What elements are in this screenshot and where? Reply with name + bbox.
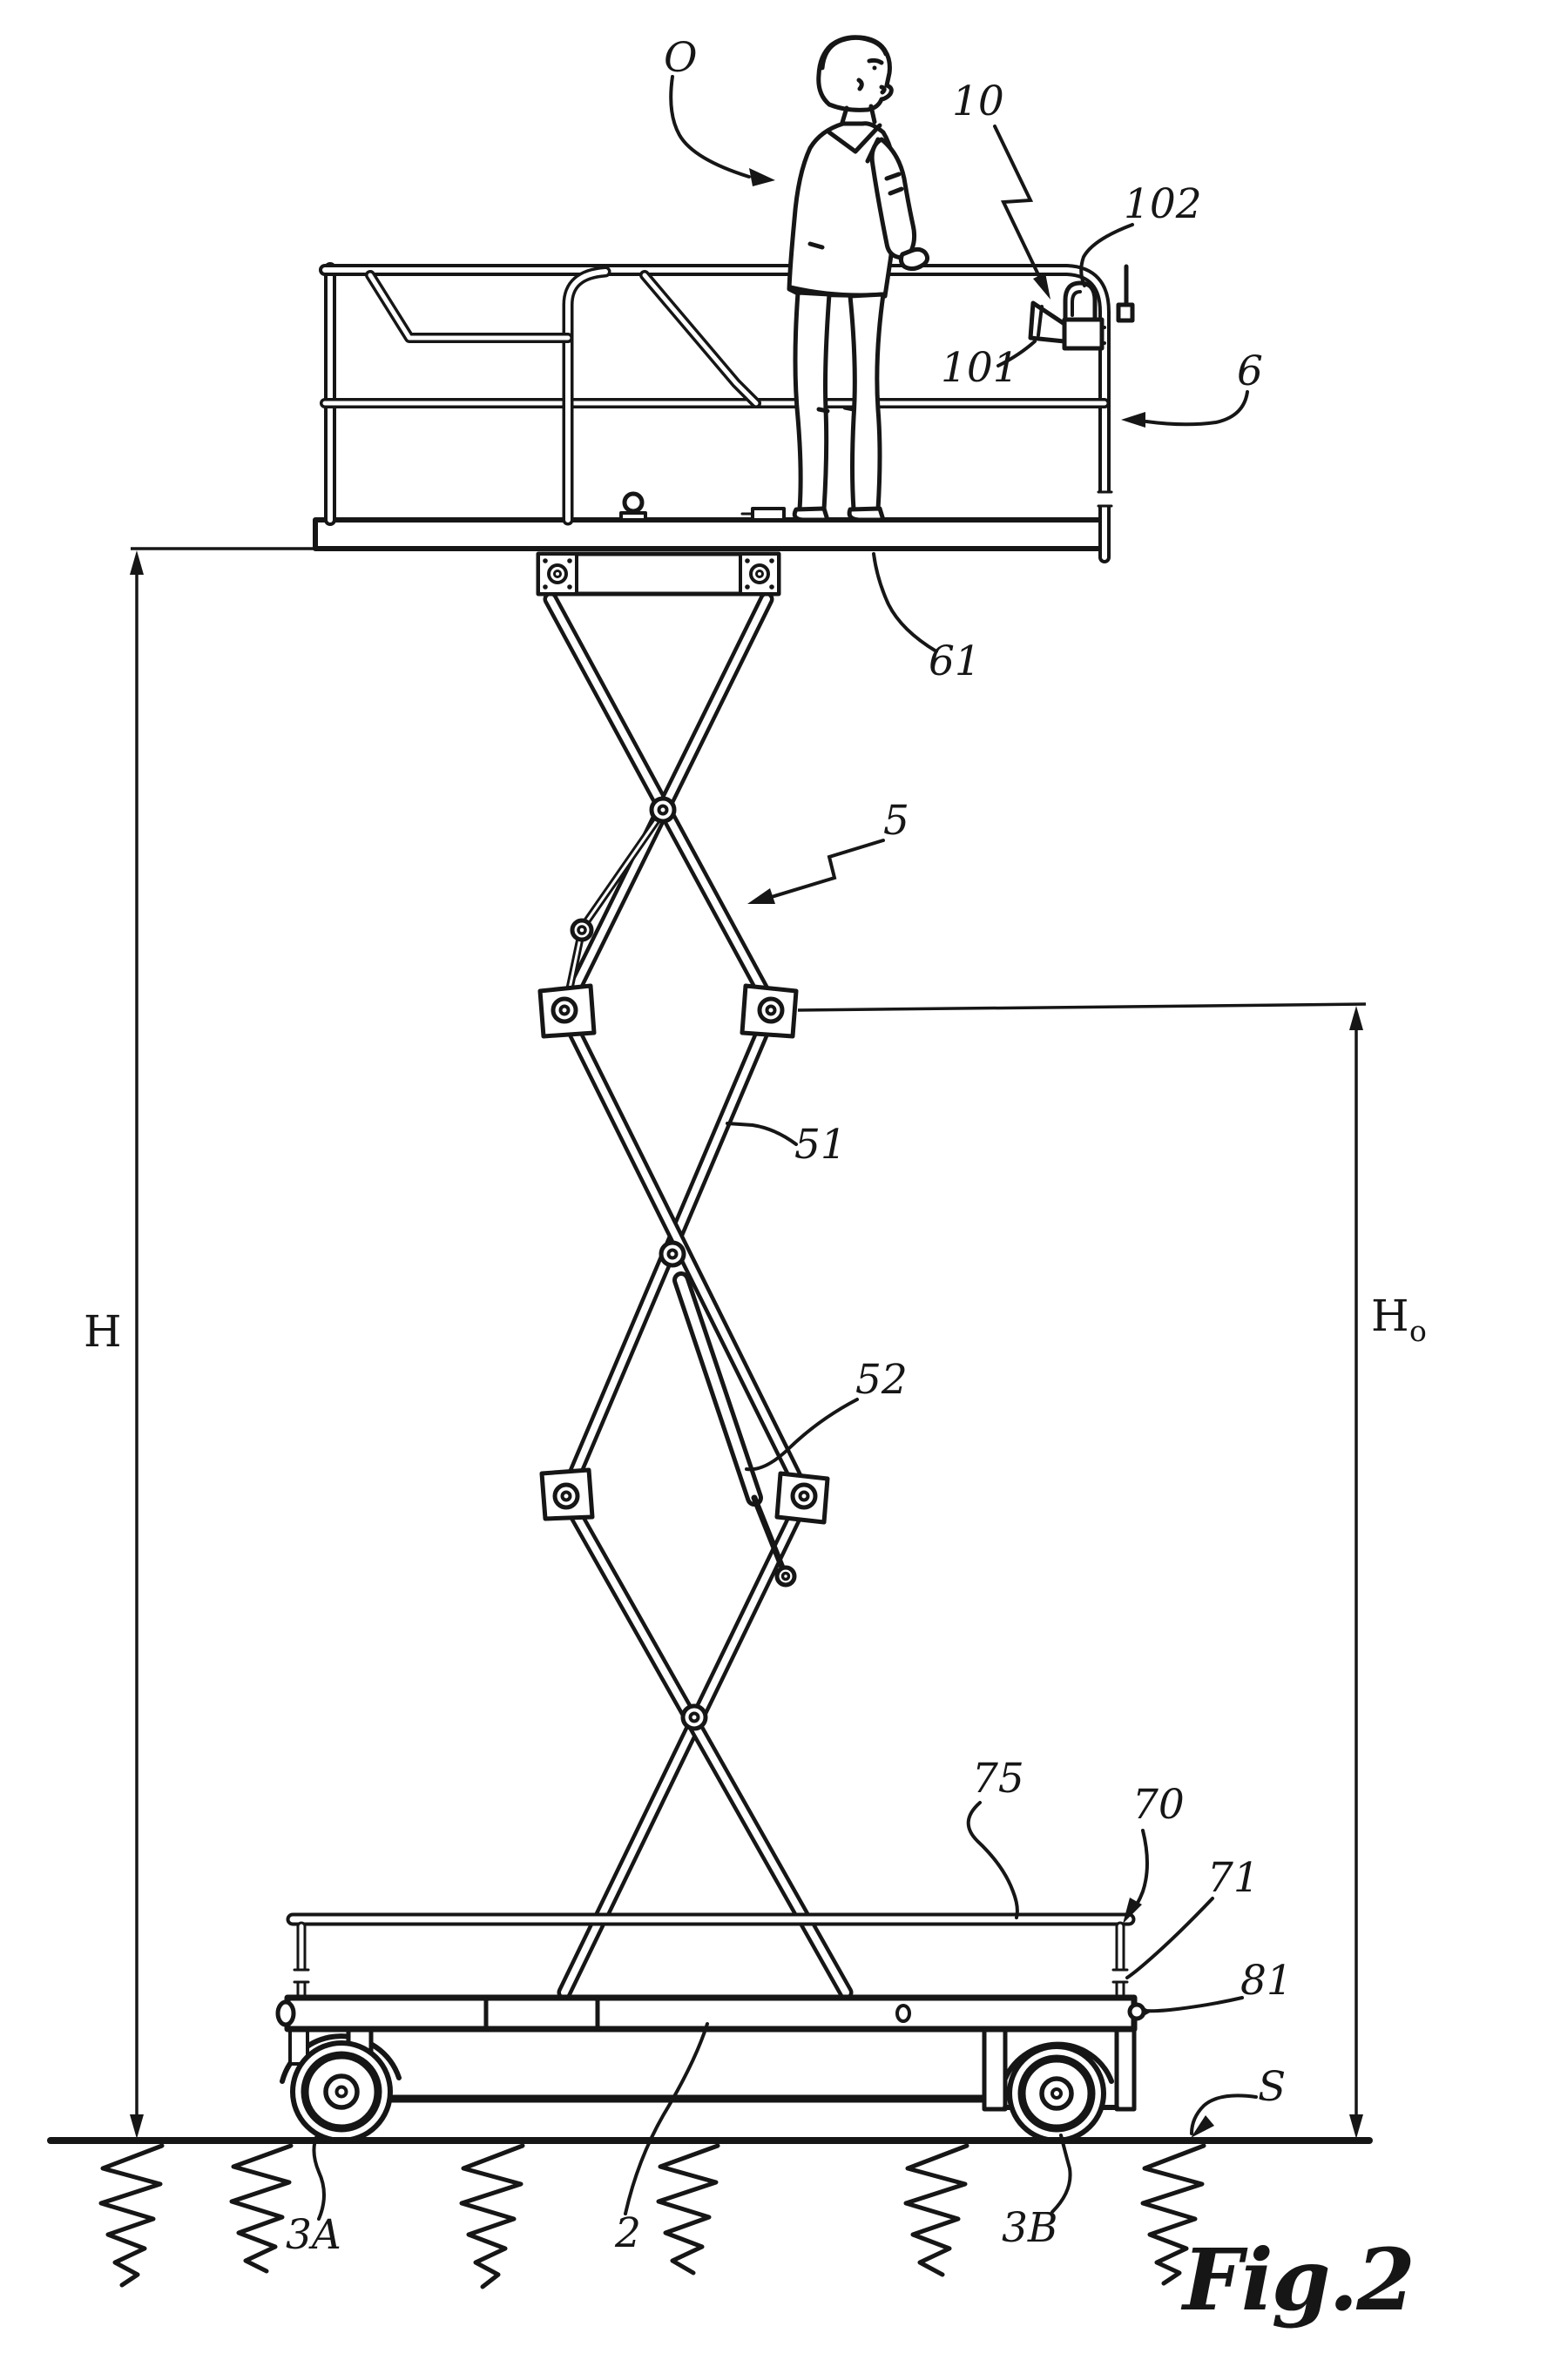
label-operator: O	[664, 34, 698, 82]
chassis	[275, 1912, 1152, 2143]
stop-bolt	[1127, 2002, 1146, 2021]
label-front-wheel: 3A	[286, 2211, 341, 2259]
label-rear-wheel: 3B	[1002, 2204, 1057, 2252]
beacon-dome	[1063, 280, 1098, 322]
guardrail-stanchion	[562, 266, 611, 526]
figure-caption: Fig.2	[1180, 2230, 1414, 2329]
guardrail-top-rail	[322, 267, 1107, 560]
ground-springs	[98, 2143, 1206, 2289]
label-remote-device: 10	[952, 78, 1004, 125]
warning-device	[1028, 280, 1106, 351]
label-stop: 81	[1240, 1957, 1293, 2005]
label-ground: S	[1258, 2063, 1286, 2111]
label-dim-h0-sub: o	[1409, 1314, 1427, 1348]
sounder-horn	[1028, 300, 1067, 344]
chassis-beam	[284, 1994, 1138, 2033]
deck-pedal	[751, 507, 786, 522]
guardrail-brace-right	[642, 273, 759, 406]
reference-labels: O 10 102 101 6 61 5 51 52 75 70 71 81 3A…	[84, 34, 1427, 2329]
label-beacon: 102	[1124, 180, 1202, 228]
guardrail-brace-left	[368, 273, 571, 340]
label-platform: 6	[1237, 347, 1263, 395]
label-dim-h0: H	[1371, 1291, 1409, 1341]
guardrail-stanchion	[565, 269, 608, 523]
label-dim-h: H	[84, 1306, 122, 1357]
guardrail-top-rail	[319, 264, 1111, 563]
label-side-wall: 71	[1207, 1854, 1260, 1902]
platform-deck	[313, 517, 1107, 551]
label-deck: 61	[929, 637, 981, 685]
label-scissor-arm: 51	[794, 1121, 847, 1169]
device-box	[1062, 317, 1105, 351]
label-chassis: 2	[614, 2209, 641, 2257]
leader-lines	[312, 75, 1258, 2221]
operator-leg-back	[793, 290, 832, 512]
label-chassis-frame: 70	[1132, 1781, 1185, 1829]
operator-hand	[898, 246, 930, 272]
dimension-h	[130, 547, 315, 2139]
dimension-h0	[797, 1002, 1367, 2139]
operator-figure	[787, 35, 930, 523]
wheel-left	[290, 2040, 393, 2143]
guardrail-brace-left	[365, 270, 573, 343]
hydraulic-cylinder	[677, 1276, 759, 1502]
ground	[47, 2137, 1373, 2289]
label-actuator: 52	[855, 1356, 908, 1404]
operator-leg-front	[848, 292, 886, 512]
label-scissor-assembly: 5	[883, 797, 909, 845]
platform	[313, 262, 1135, 597]
scissor-mechanism	[537, 591, 854, 2000]
deck-ring	[622, 491, 645, 514]
pivot-pins	[551, 796, 818, 1731]
label-sounder: 101	[941, 344, 1019, 392]
wheel-right	[1007, 2044, 1106, 2143]
label-tray: 75	[972, 1755, 1024, 1803]
